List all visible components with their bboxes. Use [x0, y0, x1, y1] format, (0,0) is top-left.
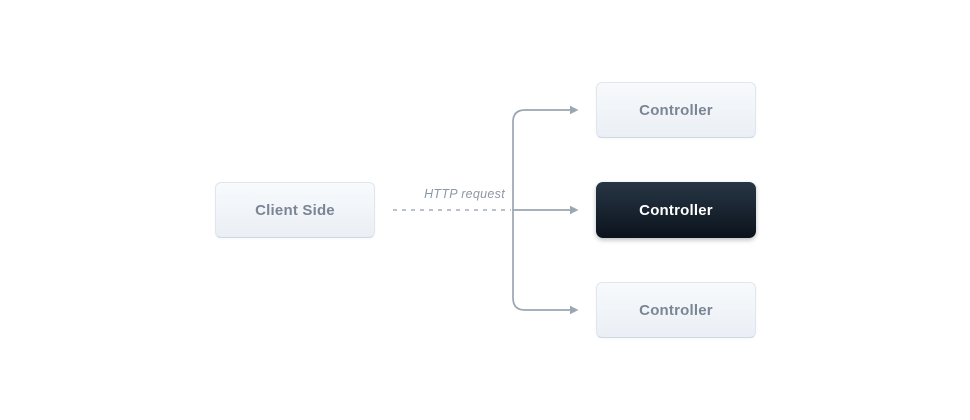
- controller-box-bottom: Controller: [596, 282, 756, 338]
- arrowhead-icon: [570, 205, 579, 215]
- arrowhead-icon: [570, 105, 579, 115]
- client-side-label: Client Side: [255, 201, 335, 219]
- http-request-label: HTTP request: [424, 187, 505, 201]
- controller-box-top: Controller: [596, 82, 756, 138]
- controller-top-label: Controller: [639, 101, 713, 119]
- arrowhead-icon: [570, 305, 579, 315]
- controller-middle-label: Controller: [639, 201, 713, 219]
- controller-box-middle-active: Controller: [596, 182, 756, 238]
- client-side-box: Client Side: [215, 182, 375, 238]
- controller-bottom-label: Controller: [639, 301, 713, 319]
- branch-line: [512, 109, 571, 311]
